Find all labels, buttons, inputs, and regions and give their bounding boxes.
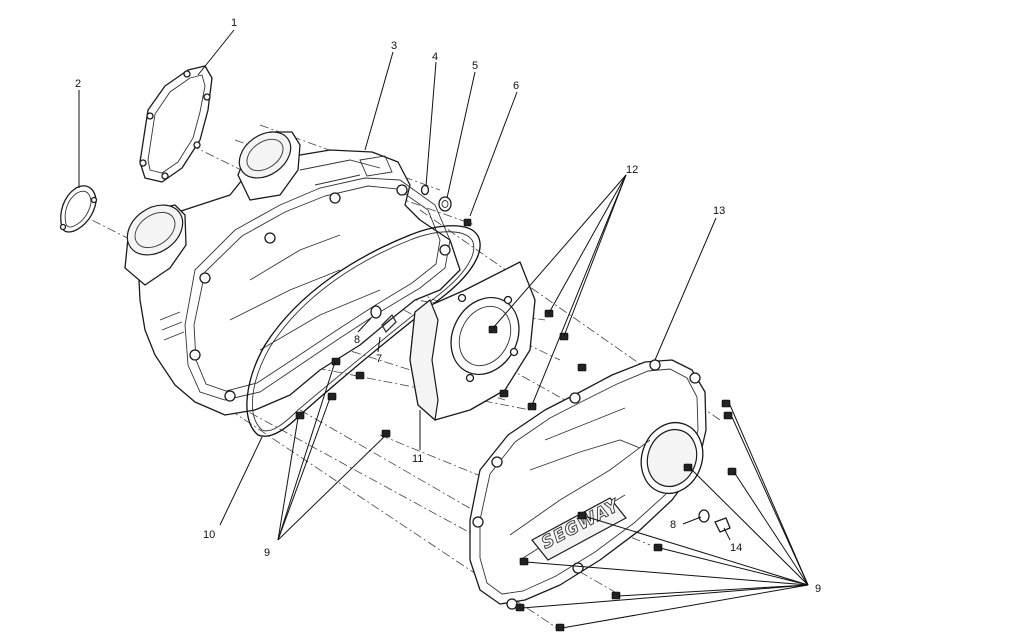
part-4-o-ring — [420, 184, 430, 196]
callout-9-left: 9 — [264, 547, 270, 559]
callout-6: 6 — [513, 80, 519, 92]
part-14-clip — [714, 517, 731, 533]
callout-3: 3 — [391, 40, 397, 52]
callout-10: 10 — [203, 529, 215, 541]
part-10-cover-seal — [246, 225, 481, 437]
callout-11: 11 — [412, 453, 423, 465]
callout-1: 1 — [231, 17, 237, 29]
callout-14: 14 — [730, 542, 742, 554]
part-13-outer-cvt-cover: SEGWAY — [469, 359, 707, 610]
callout-5: 5 — [472, 60, 478, 72]
callout-4: 4 — [432, 51, 438, 63]
callout-7: 7 — [376, 353, 382, 365]
callout-12: 12 — [626, 164, 638, 176]
part-5-plug — [438, 196, 452, 212]
part-2-small-seal-ring — [59, 185, 98, 233]
part-3-inner-cvt-housing — [124, 131, 461, 416]
callout-8-inner: 8 — [354, 334, 360, 346]
part-7-clip — [381, 313, 397, 334]
part-1-intake-gasket — [139, 65, 213, 183]
part-12-bolts — [488, 309, 587, 411]
part-11-bearing-plate — [409, 261, 536, 422]
part-9-bolts — [295, 357, 737, 632]
callout-13: 13 — [713, 205, 725, 217]
part-8-washer — [370, 305, 710, 523]
callout-9-right: 9 — [815, 583, 821, 595]
callout-2: 2 — [75, 78, 81, 90]
callout-8-outer: 8 — [670, 519, 676, 531]
part-6-bolt — [463, 218, 472, 227]
callout-labels: 1 2 3 4 5 6 7 8 8 9 9 10 11 12 13 14 — [75, 17, 821, 595]
callout-leader-lines — [78, 29, 809, 629]
